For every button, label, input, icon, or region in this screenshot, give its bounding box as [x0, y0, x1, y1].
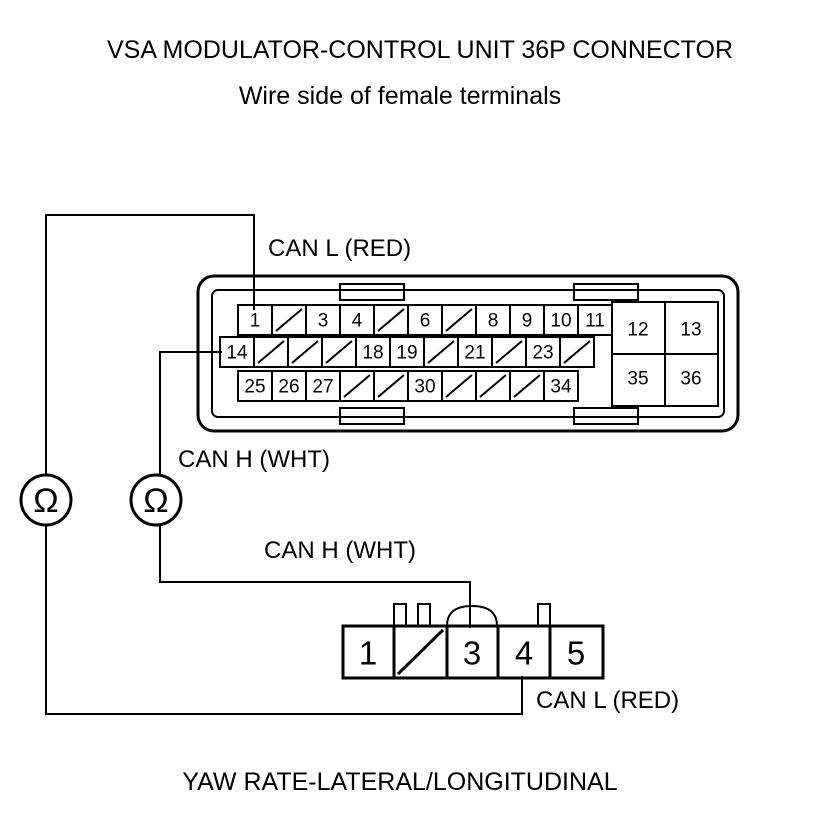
- pin-label: 35: [627, 369, 648, 390]
- empty-cavity-slash: [445, 308, 473, 332]
- pin-label: 8: [488, 311, 499, 332]
- pin-label: 14: [226, 343, 248, 364]
- connector-5p: 1 3 4 5: [341, 603, 605, 680]
- empty-cavity-slash: [377, 374, 405, 398]
- pin-label: 4: [515, 635, 533, 672]
- empty-cavity-slash: [427, 340, 455, 364]
- connector-36p-inner-shell: [211, 289, 725, 418]
- empty-cavity-slash: [325, 340, 353, 364]
- pin-label: 3: [318, 311, 329, 332]
- empty-cavity-slash: [513, 374, 541, 398]
- diagram-subtitle: Wire side of female terminals: [239, 82, 561, 110]
- empty-cavity-slash: [495, 340, 523, 364]
- diagram-title: VSA MODULATOR-CONTROL UNIT 36P CONNECTOR: [107, 36, 733, 64]
- connector-36p-cavity: [559, 336, 595, 368]
- empty-cavity-slash: [291, 340, 319, 364]
- pin-label: 3: [463, 635, 481, 672]
- pin-label: 21: [464, 343, 485, 364]
- pin-label: 13: [680, 320, 701, 341]
- pin-label: 23: [532, 343, 553, 364]
- connector-5p-body: [341, 624, 605, 680]
- pin-label: 25: [244, 377, 265, 398]
- empty-cavity-slash: [563, 340, 591, 364]
- empty-cavity-slash: [343, 374, 371, 398]
- pin-label: 19: [396, 343, 417, 364]
- pin-label: 1: [250, 311, 261, 332]
- pin-label: 36: [680, 369, 701, 390]
- label-can-l-bottom: CAN L (RED): [536, 687, 679, 714]
- empty-cavity-slash: [257, 340, 285, 364]
- connector-36p-outer-shell: [196, 274, 740, 433]
- connector-caption: YAW RATE-LATERAL/LONGITUDINAL: [182, 768, 617, 796]
- pin-label: 27: [312, 377, 333, 398]
- pin-label: 18: [362, 343, 383, 364]
- pin-label: 10: [550, 311, 571, 332]
- ohm-icon: Ω: [33, 482, 58, 520]
- empty-cavity-slash: [479, 374, 507, 398]
- pin-label: 26: [278, 377, 299, 398]
- pin-label: 5: [567, 635, 585, 672]
- connector-36p-tab: [573, 283, 639, 301]
- connector-5p-arch: [446, 604, 498, 627]
- pin-label: 4: [352, 311, 363, 332]
- empty-cavity-slash: [377, 308, 405, 332]
- label-can-h-top: CAN H (WHT): [178, 446, 330, 473]
- pin-label: 34: [550, 377, 572, 398]
- ohm-icon: Ω: [143, 482, 168, 520]
- empty-cavity-slash: [275, 308, 303, 332]
- empty-cavity-slash: [396, 628, 445, 676]
- label-can-l-top: CAN L (RED): [268, 235, 411, 262]
- pin-label: 11: [585, 311, 605, 332]
- empty-cavity-slash: [445, 374, 473, 398]
- can-l-wire-top: [45, 214, 255, 476]
- pin-label: 30: [414, 377, 435, 398]
- ohmmeter-can-h: Ω: [129, 473, 183, 527]
- connector-36p-cavity: [543, 370, 579, 402]
- connector-36p-tab: [339, 283, 405, 301]
- ohmmeter-can-l: Ω: [19, 473, 73, 527]
- label-can-h-bottom: CAN H (WHT): [264, 537, 416, 564]
- pin-label: 1: [359, 635, 377, 672]
- can-h-wire-bottom: [159, 524, 471, 628]
- connector-36p-tab: [573, 407, 639, 425]
- pin-label: 9: [522, 311, 533, 332]
- pin-label: 12: [627, 320, 648, 341]
- can-l-wire-bottom: [45, 524, 523, 715]
- can-h-wire-top: [159, 351, 222, 476]
- connector-36p-tab: [339, 407, 405, 425]
- pin-label: 6: [420, 311, 431, 332]
